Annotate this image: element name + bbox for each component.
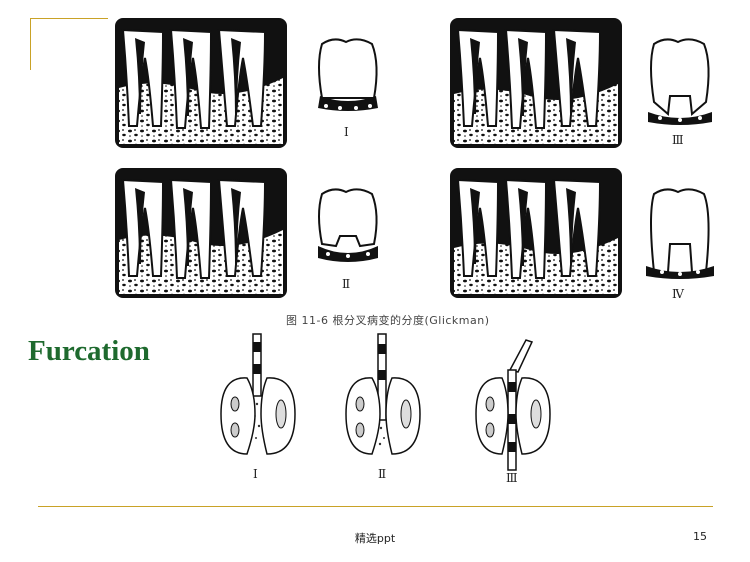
grade-label: Ⅰ [253,467,258,481]
grade-label: Ⅳ [672,287,685,300]
figure-caption: 图 11-6 根分叉病变的分度(Glickman) [286,314,490,327]
molar-grade-4: Ⅳ [646,188,714,300]
footer-text: 精选ppt [354,532,396,545]
grade-label: Ⅰ [344,125,349,139]
probe-diagram-grade-3: Ⅲ [475,339,551,485]
xray-panel-grade-1 [115,18,287,148]
xray-panel-grade-3 [450,18,622,148]
probe-diagram-grade-2: Ⅱ [345,333,421,481]
footer-divider [38,506,713,507]
grade-label: Ⅲ [506,471,518,485]
grade-label: Ⅱ [342,277,350,291]
probe-diagram-grade-1: Ⅰ [220,333,296,481]
page-title: Furcation [28,335,150,367]
xray-panel-grade-4 [450,168,622,298]
xray-panel-grade-2 [115,168,287,298]
grade-label: Ⅲ [672,133,684,147]
molar-grade-1: Ⅰ [318,38,378,139]
corner-decoration-horizontal [30,18,108,19]
molar-grade-3: Ⅲ [648,38,712,147]
corner-decoration-vertical [30,18,31,70]
grade-label: Ⅱ [378,467,386,481]
page-number: 15 [693,530,707,543]
molar-grade-2: Ⅱ [318,188,378,291]
